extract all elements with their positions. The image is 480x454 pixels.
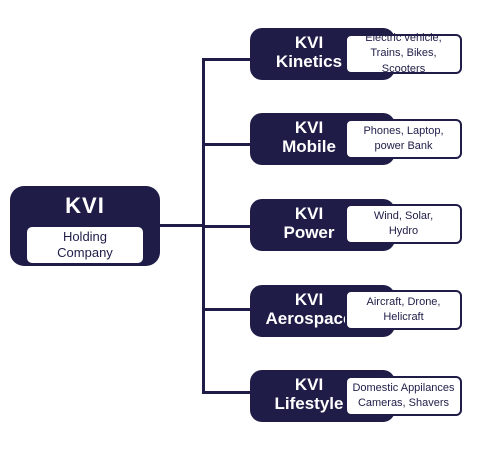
child-node-title: KVI Lifestyle xyxy=(274,375,344,414)
child-node-description: Phones, Laptop, power Bank xyxy=(345,119,462,159)
branch-line-kinetics xyxy=(202,58,254,61)
root-connector-line xyxy=(158,224,205,227)
child-node-title: KVI Mobile xyxy=(282,118,336,157)
root-node-title: KVI xyxy=(65,193,105,218)
branch-line-aerospace xyxy=(202,308,254,311)
child-node-title: KVI Kinetics xyxy=(275,33,343,72)
branch-line-power xyxy=(202,225,254,228)
child-node-description: Wind, Solar, Hydro xyxy=(345,204,462,244)
branch-line-mobile xyxy=(202,143,254,146)
child-node-description: Domestic Appilances Cameras, Shavers xyxy=(345,376,462,416)
root-node-description: Holding Company xyxy=(25,225,145,265)
child-node-title: KVI Aerospace xyxy=(265,290,353,329)
branch-line-lifestyle xyxy=(202,391,254,394)
child-node-title: KVI Power xyxy=(283,204,335,243)
child-node-description: Electric vehicle, Trains, Bikes, Scooter… xyxy=(345,32,462,75)
child-node-description: Aircraft, Drone, Helicraft xyxy=(345,290,462,330)
